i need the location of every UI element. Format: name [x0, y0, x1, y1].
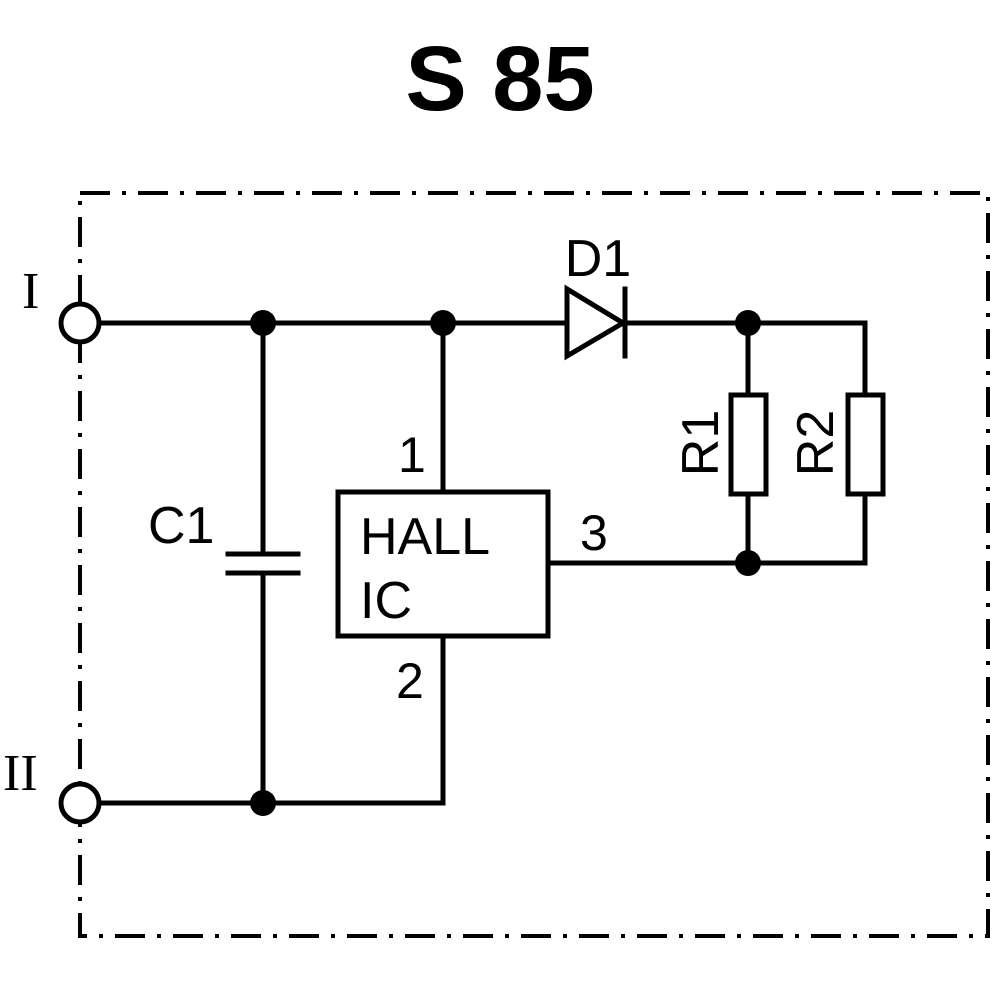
capacitor-c1	[225, 551, 301, 576]
diode-label: D1	[565, 230, 631, 288]
terminal-i-label: I	[22, 263, 39, 320]
capacitor-label: C1	[148, 497, 214, 555]
junction-dot	[735, 310, 761, 336]
hall-ic-label-line1: HALL	[360, 508, 490, 566]
diagram-title: S 85	[405, 28, 594, 130]
diode-d1	[564, 284, 628, 361]
junction-dot	[250, 310, 276, 336]
hall-ic-box	[335, 489, 551, 639]
pin-1-label: 1	[398, 427, 426, 483]
pin-2-label: 2	[396, 653, 424, 709]
resistor-r2	[845, 392, 886, 497]
hall-ic-label-line2: IC	[360, 572, 412, 630]
junction-dot	[250, 790, 276, 816]
junction-dot	[430, 310, 456, 336]
pin-3-label: 3	[580, 505, 608, 561]
terminal-i	[58, 301, 102, 345]
enclosure-frame	[78, 191, 990, 938]
junction-dot	[735, 550, 761, 576]
terminal-ii-label: II	[3, 745, 38, 802]
terminal-ii	[58, 781, 102, 825]
resistor-r1-label: R1	[672, 410, 730, 476]
resistor-r2-label: R2	[787, 410, 845, 476]
junction-dots	[250, 310, 761, 816]
resistor-r1	[728, 392, 769, 497]
